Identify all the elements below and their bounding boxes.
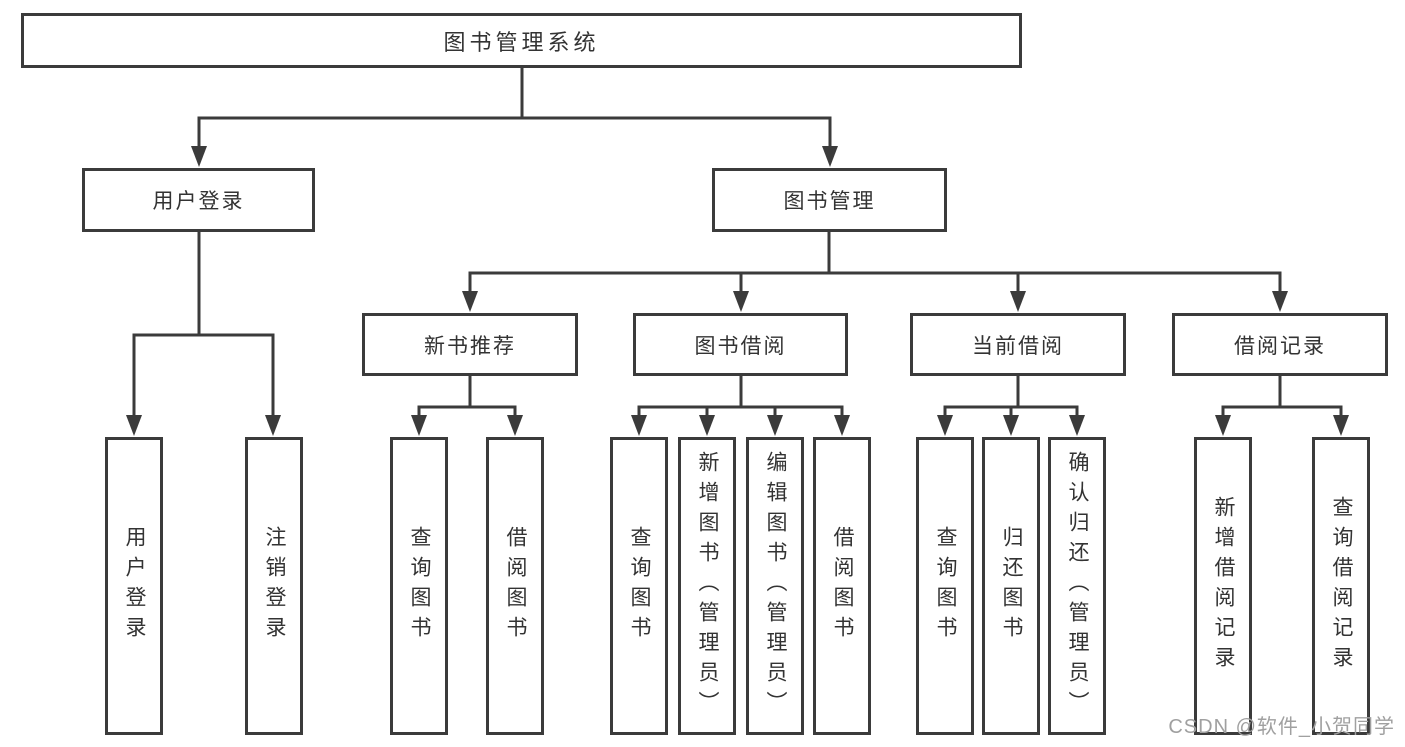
node-label: 图书借阅 <box>694 334 787 358</box>
node-label: 归还图书 <box>1000 526 1023 646</box>
node-label: 当前借阅 <box>972 334 1064 358</box>
csdn-watermark: CSDN @软件_小贺同学 <box>1168 716 1395 738</box>
leaf-logout: 注销登录 <box>245 437 303 735</box>
leaf-query-books-current: 查询图书 <box>916 437 974 735</box>
leaf-confirm-return-admin: 确认归还（管理员） <box>1048 437 1106 735</box>
node-label: 用户登录 <box>152 190 245 213</box>
node-borrowing-records: 借阅记录 <box>1172 313 1388 376</box>
node-label: 注销登录 <box>263 526 286 646</box>
node-book-management: 图书管理 <box>712 168 947 232</box>
connector-root-to-level2 <box>191 66 838 167</box>
node-new-book-recommend: 新书推荐 <box>362 313 578 376</box>
node-label: 查询图书 <box>408 526 431 646</box>
leaf-edit-books-admin: 编辑图书（管理员） <box>746 437 804 735</box>
node-label: 新增借阅记录 <box>1212 496 1235 676</box>
leaf-borrow-books: 借阅图书 <box>813 437 871 735</box>
node-label: 借阅图书 <box>831 526 854 646</box>
node-label: 借阅记录 <box>1234 334 1326 358</box>
node-label: 查询借阅记录 <box>1330 496 1353 676</box>
node-label: 图书管理 <box>783 190 876 213</box>
node-label: 编辑图书（管理员） <box>764 451 787 721</box>
node-library-system-root: 图书管理系统 <box>21 13 1022 68</box>
leaf-query-books-borrow: 查询图书 <box>610 437 668 735</box>
leaf-borrow-books-recommend: 借阅图书 <box>486 437 544 735</box>
node-label: 新书推荐 <box>424 334 516 358</box>
leaf-add-borrow-record: 新增借阅记录 <box>1194 437 1252 735</box>
leaf-query-books-recommend: 查询图书 <box>390 437 448 735</box>
node-label: 图书管理系统 <box>443 29 600 55</box>
node-label: 用户登录 <box>123 526 146 646</box>
node-book-borrowing: 图书借阅 <box>633 313 848 376</box>
node-label: 新增图书（管理员） <box>696 451 719 721</box>
node-current-borrowing: 当前借阅 <box>910 313 1126 376</box>
node-label: 查询图书 <box>628 526 651 646</box>
connector-current-borrow-children <box>937 374 1085 436</box>
leaf-return-books: 归还图书 <box>982 437 1040 735</box>
node-label: 确认归还（管理员） <box>1066 451 1089 721</box>
node-user-login: 用户登录 <box>82 168 315 232</box>
connector-new-books-children <box>411 374 523 436</box>
connector-book-mgmt-children <box>462 230 1288 312</box>
leaf-user-login: 用户登录 <box>105 437 163 735</box>
connector-borrow-records-children <box>1215 374 1349 436</box>
leaf-query-borrow-record: 查询借阅记录 <box>1312 437 1370 735</box>
connector-book-borrow-children <box>631 374 850 436</box>
node-label: 查询图书 <box>934 526 957 646</box>
leaf-add-books-admin: 新增图书（管理员） <box>678 437 736 735</box>
node-label: 借阅图书 <box>504 526 527 646</box>
connector-user-login-children <box>126 230 281 436</box>
